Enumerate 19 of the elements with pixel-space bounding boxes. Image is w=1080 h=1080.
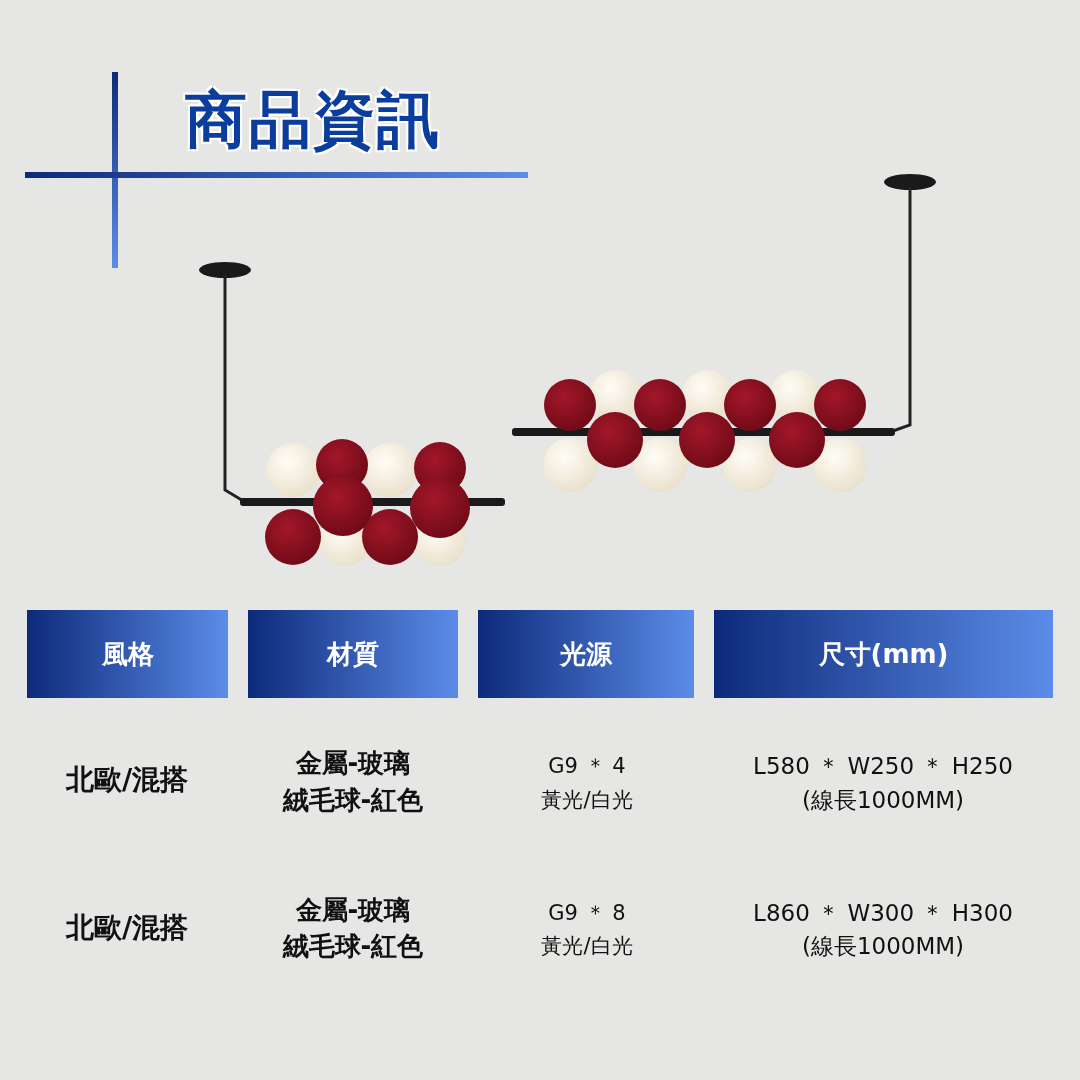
table-cell-text: (線長1000MM) [801,785,965,815]
title: 商品資訊 [185,82,441,158]
table-cell-text: 北歐/混搭 [65,762,189,798]
header-cell: 材質 [248,610,458,698]
table-cell-text: L860 ＊ W300 ＊ H300 [753,898,1013,928]
table-cell-text: 絨毛球-紅色 [282,929,424,963]
table-cell-text: 金屬-玻璃 [295,893,411,927]
table-cell-text: 金屬-玻璃 [295,746,411,780]
table-cell-text: G9 ＊ 8 [548,900,626,927]
table-cell-text: G9 ＊ 4 [548,753,626,780]
header-cell: 尺寸(mm) [714,610,1053,698]
table-cell-text: 絨毛球-紅色 [282,783,424,817]
header-cell: 光源 [478,610,694,698]
table-cell-text: 黃光/白光 [541,787,633,814]
table-cell-text: (線長1000MM) [801,931,965,961]
header-cell: 風格 [27,610,228,698]
table-cell-text: L580 ＊ W250 ＊ H250 [753,751,1013,781]
table-cell-text: 北歐/混搭 [65,910,189,946]
table-cell-text: 黃光/白光 [541,933,633,960]
